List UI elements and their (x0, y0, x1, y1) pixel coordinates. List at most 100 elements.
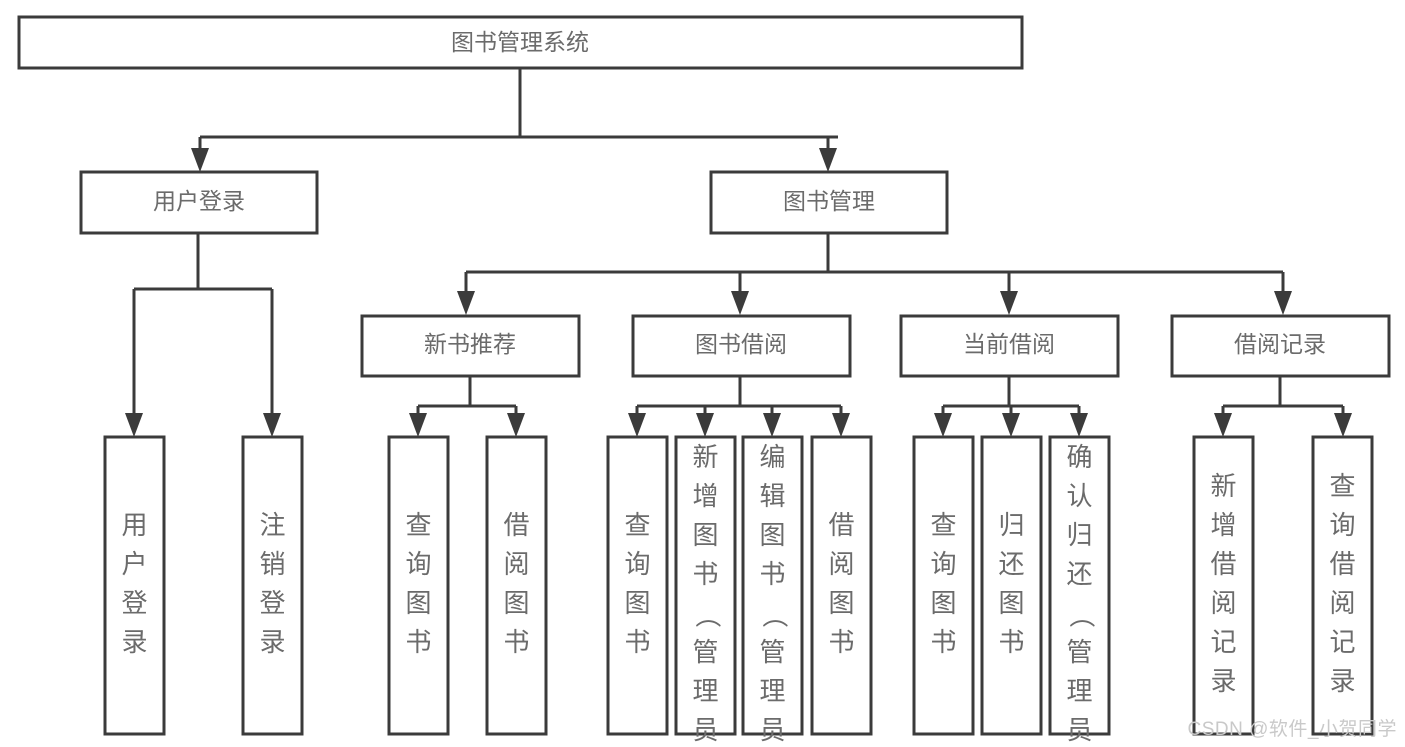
node-root[interactable]: 图书管理系统 (17, 15, 1024, 70)
node-user-login[interactable]: 用户登录 (79, 170, 319, 235)
node-new-book-recommend-label: 新书推荐 (424, 331, 516, 357)
node-borrow-record-box[interactable] (1170, 314, 1391, 378)
arrow-head-leaf-add-record (1214, 413, 1232, 437)
svg-text:借: 借 (1329, 549, 1355, 579)
svg-text:书: 书 (405, 627, 431, 657)
arrow-head-leaf-query-book-2 (628, 413, 646, 437)
arrow-head-current-borrow (1000, 291, 1018, 315)
node-book-management-box[interactable] (709, 170, 949, 235)
svg-text:询: 询 (624, 549, 650, 579)
leaf-query-record-box[interactable] (1311, 435, 1374, 736)
svg-text:确: 确 (1066, 442, 1092, 472)
leaf-query-book-1-box[interactable] (387, 435, 450, 736)
leaf-user-login-box[interactable] (103, 435, 166, 736)
svg-text:销: 销 (259, 549, 285, 579)
arrow-head-leaf-query-book-1 (409, 413, 427, 437)
svg-text:图: 图 (692, 520, 718, 550)
node-current-borrow-box[interactable] (899, 314, 1120, 378)
leaf-logout-box[interactable] (241, 435, 304, 736)
node-current-borrow-label: 当前借阅 (963, 331, 1055, 357)
svg-text:录: 录 (259, 627, 285, 657)
svg-text:编: 编 (759, 442, 785, 472)
arrow-head-leaf-borrow-book-2 (832, 413, 850, 437)
leaf-add-record-box[interactable] (1192, 435, 1255, 736)
svg-text:理: 理 (1066, 676, 1092, 706)
svg-text:新: 新 (1210, 471, 1236, 501)
node-user-login-box[interactable] (79, 170, 319, 235)
node-user-login-label: 用户登录 (153, 188, 245, 214)
svg-text:增: 增 (1210, 510, 1236, 540)
leaf-borrow-book-1-box[interactable] (485, 435, 548, 736)
svg-text:图: 图 (624, 588, 650, 618)
svg-text:查: 查 (930, 510, 956, 540)
node-borrow-record-label: 借阅记录 (1234, 331, 1326, 357)
svg-text:书: 书 (692, 559, 718, 589)
svg-text:书: 书 (759, 559, 785, 589)
svg-text:管: 管 (759, 637, 785, 667)
arrow-head-leaf-logout (263, 413, 281, 437)
leaf-edit-book-box[interactable] (741, 435, 804, 736)
svg-text:（: （ (693, 602, 723, 628)
arrow-head-book-borrow (731, 291, 749, 315)
arrow-head-leaf-borrow-book-1 (507, 413, 525, 437)
svg-text:图: 图 (503, 588, 529, 618)
svg-text:户: 户 (121, 549, 147, 579)
svg-text:记: 记 (1210, 627, 1236, 657)
connector-borrow-record-to-leaves (1221, 376, 1345, 425)
svg-text:借: 借 (503, 510, 529, 540)
svg-text:查: 查 (1329, 471, 1355, 501)
svg-text:（: （ (760, 602, 790, 628)
svg-text:借: 借 (828, 510, 854, 540)
node-root-box[interactable] (17, 15, 1024, 70)
leaf-query-book-3-box[interactable] (912, 435, 975, 736)
svg-text:查: 查 (405, 510, 431, 540)
arrow-head-new-book-recommend (457, 291, 475, 315)
svg-text:员: 员 (759, 715, 785, 745)
leaf-layer (103, 435, 1374, 736)
node-current-borrow[interactable]: 当前借阅 (899, 314, 1120, 378)
leaf-user-login-label: 用户登录 (121, 510, 147, 657)
svg-text:书: 书 (828, 627, 854, 657)
node-new-book-recommend[interactable]: 新书推荐 (360, 314, 581, 378)
node-new-book-recommend-box[interactable] (360, 314, 581, 378)
svg-text:图: 图 (828, 588, 854, 618)
svg-text:阅: 阅 (1329, 588, 1355, 618)
svg-text:查: 查 (624, 510, 650, 540)
leaf-text-layer: 用户登录注销登录查询图书借阅图书查询图书新增图书（管理员）编辑图书（管理员）借阅… (121, 442, 1355, 745)
node-book-borrow[interactable]: 图书借阅 (631, 314, 852, 378)
arrow-head-leaf-return-book (1002, 413, 1020, 437)
svg-text:增: 增 (692, 481, 718, 511)
svg-text:理: 理 (692, 676, 718, 706)
node-book-borrow-box[interactable] (631, 314, 852, 378)
leaf-query-book-2-box[interactable] (606, 435, 669, 736)
svg-text:还: 还 (1066, 559, 1092, 589)
svg-text:用: 用 (121, 510, 147, 540)
node-borrow-record[interactable]: 借阅记录 (1170, 314, 1391, 378)
node-root-label: 图书管理系统 (451, 29, 589, 55)
svg-text:录: 录 (1329, 666, 1355, 696)
leaf-add-book-box[interactable] (674, 435, 737, 736)
arrow-head-leaf-query-book-3 (934, 413, 952, 437)
arrow-head-leaf-user-login (125, 413, 143, 437)
svg-text:图: 图 (405, 588, 431, 618)
svg-text:借: 借 (1210, 549, 1236, 579)
arrow-head-leaf-add-book (696, 413, 714, 437)
connector-new-book-recommend-to-leaves (416, 376, 518, 425)
svg-text:辑: 辑 (759, 481, 785, 511)
leaf-confirm-return-box[interactable] (1048, 435, 1111, 736)
leaf-borrow-book-2-box[interactable] (810, 435, 873, 736)
svg-text:书: 书 (998, 627, 1024, 657)
svg-text:图: 图 (998, 588, 1024, 618)
svg-text:书: 书 (930, 627, 956, 657)
node-book-management[interactable]: 图书管理 (709, 170, 949, 235)
svg-text:图: 图 (930, 588, 956, 618)
leaf-return-book-box[interactable] (980, 435, 1043, 736)
connector-book-management-to-level3 (464, 233, 1285, 303)
